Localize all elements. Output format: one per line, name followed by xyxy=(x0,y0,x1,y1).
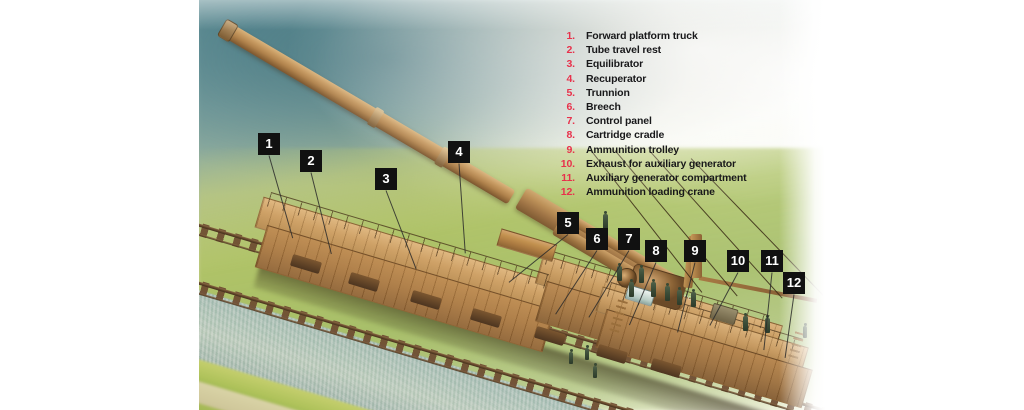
legend-number: 4. xyxy=(566,72,575,85)
legend-row: 8. Cartridge cradle xyxy=(549,129,839,143)
legend-number: 9. xyxy=(566,143,575,156)
crew-figure-10 xyxy=(765,314,770,333)
legend-number: 7. xyxy=(566,115,575,128)
callout-marker-2[interactable]: 2 xyxy=(300,150,322,172)
callout-marker-9[interactable]: 9 xyxy=(684,240,706,262)
ground-figure-1 xyxy=(569,349,573,364)
legend-label: Forward platform truck xyxy=(586,30,698,42)
callout-marker-7[interactable]: 7 xyxy=(618,228,640,250)
legend-label: Cartridge cradle xyxy=(586,129,665,142)
callout-marker-1[interactable]: 1 xyxy=(258,133,280,155)
crew-figure-8 xyxy=(629,278,634,297)
crew-figure-2 xyxy=(617,262,622,281)
legend-row: 2. Tube travel rest xyxy=(549,44,839,58)
legend-number: 12. xyxy=(560,186,575,199)
legend-row: 3. Equilibrator xyxy=(549,58,839,72)
legend-label: Trunnion xyxy=(586,86,630,99)
crew-figure-4 xyxy=(651,278,656,297)
crew-figure-7 xyxy=(691,288,696,307)
legend-row: 4. Recuperator xyxy=(549,73,839,87)
crew-figure-5 xyxy=(665,282,670,301)
callout-marker-6[interactable]: 6 xyxy=(586,228,608,250)
legend-number: 1. xyxy=(566,30,575,42)
callout-marker-10[interactable]: 10 xyxy=(727,250,749,272)
legend-label: Tube travel rest xyxy=(586,44,662,57)
legend-label: Control panel xyxy=(586,115,652,128)
legend-number: 10. xyxy=(560,157,575,170)
legend-label: Ammunition trolley xyxy=(586,143,679,156)
legend-label: Ammunition loading crane xyxy=(586,186,715,199)
legend-label: Exhaust for auxiliary generator xyxy=(586,157,736,170)
crew-figure-9 xyxy=(743,312,748,331)
legend-row: 1. Forward platform truck xyxy=(549,30,839,44)
legend-row: 5. Trunnion xyxy=(549,87,839,101)
legend-list: 1. Forward platform truck 2. Tube travel re… xyxy=(549,30,839,200)
crew-figure-3 xyxy=(639,264,644,283)
top-edge-fade xyxy=(199,0,825,30)
crew-figure-6 xyxy=(677,286,682,305)
barrel-ring-1 xyxy=(366,106,385,129)
ground-figure-3 xyxy=(593,363,597,378)
legend-row: 7. Control panel xyxy=(549,115,839,129)
legend-row: 9. Ammunition trolley xyxy=(549,144,839,158)
callout-marker-5[interactable]: 5 xyxy=(557,212,579,234)
callout-marker-8[interactable]: 8 xyxy=(645,240,667,262)
legend-label: Auxiliary generator compartment xyxy=(586,171,747,184)
legend-label: Breech xyxy=(586,100,621,113)
legend-number: 2. xyxy=(566,44,575,57)
legend-number: 3. xyxy=(566,58,575,71)
legend-label: Equilibrator xyxy=(586,58,644,71)
callout-marker-3[interactable]: 3 xyxy=(375,168,397,190)
legend-number: 6. xyxy=(566,100,575,113)
callout-marker-12[interactable]: 12 xyxy=(783,272,805,294)
legend-number: 5. xyxy=(566,86,575,99)
legend-label: Recuperator xyxy=(586,72,647,85)
legend-row: 11. Auxiliary generator compartment xyxy=(549,172,839,186)
legend-row: 10. Exhaust for auxiliary generator xyxy=(549,158,839,172)
crew-figure-1 xyxy=(603,210,608,229)
callout-marker-11[interactable]: 11 xyxy=(761,250,783,272)
ground-figure-2 xyxy=(585,345,589,360)
legend-number: 11. xyxy=(561,171,575,184)
legend-number: 8. xyxy=(566,129,575,142)
legend-row: 6. Breech xyxy=(549,101,839,115)
legend-row: 12. Ammunition loading crane xyxy=(549,186,839,200)
callout-marker-4[interactable]: 4 xyxy=(448,141,470,163)
